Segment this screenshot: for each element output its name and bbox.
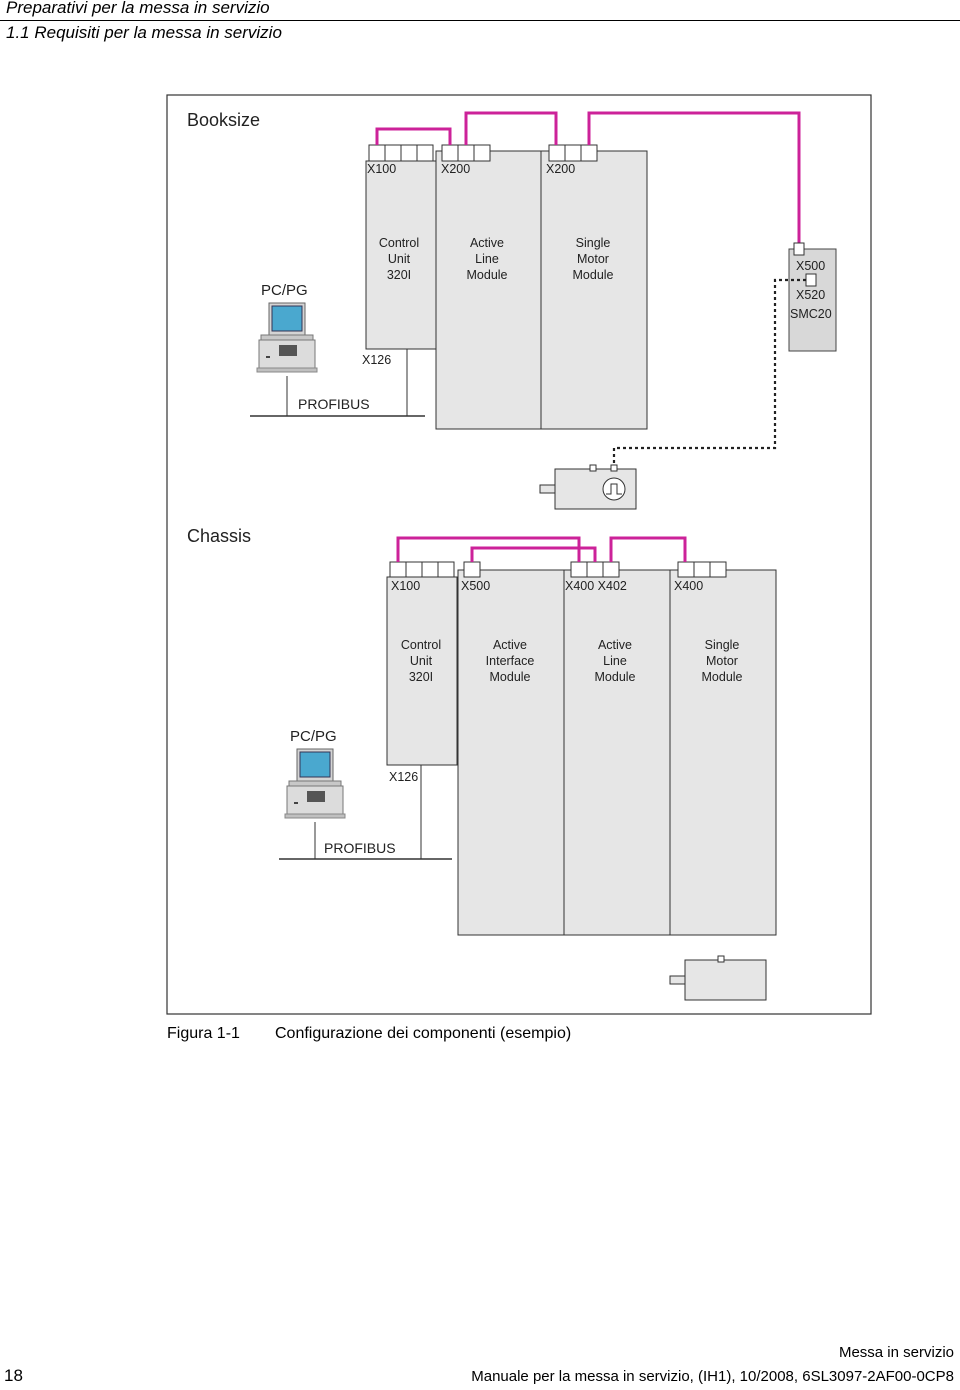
booksize-smc-x500-port — [793, 242, 805, 256]
chassis-alm-x400-x402-connector — [570, 561, 620, 578]
footer-chapter: Messa in servizio — [838, 1344, 954, 1361]
booksize-single-motor-module — [540, 150, 648, 430]
chassis-alm-line2: Line — [603, 654, 627, 668]
section-title: Preparativi per la messa in servizio — [6, 0, 270, 17]
booksize-alm-x200-connector — [441, 144, 491, 162]
encoder-icon — [602, 477, 626, 501]
booksize-cu-line1: Control — [379, 236, 419, 250]
chassis-smm-x400-label: X400 — [674, 579, 703, 593]
booksize-pcpg-label: PC/PG — [261, 282, 308, 299]
chassis-motor — [669, 955, 767, 1001]
booksize-smc-name: SMC20 — [790, 307, 832, 321]
chassis-alm-line1: Active — [598, 638, 632, 652]
booksize-x100-connector — [368, 144, 434, 162]
page-number: 18 — [4, 1366, 23, 1385]
footer-document: Manuale per la messa in servizio, (IH1),… — [471, 1368, 954, 1385]
booksize-active-line-module — [435, 150, 542, 430]
booksize-x126-label: X126 — [362, 353, 391, 367]
chassis-pcpg-icon — [284, 748, 346, 819]
chassis-pcpg-label: PC/PG — [290, 728, 337, 745]
chassis-smm-line2: Motor — [706, 654, 738, 668]
chassis-title: Chassis — [187, 526, 251, 546]
chassis-x126-label: X126 — [389, 770, 418, 784]
booksize-x100-label: X100 — [367, 162, 396, 176]
booksize-motor — [539, 464, 637, 510]
chassis-smm-x400-connector — [677, 561, 727, 578]
chassis-drive-cliq-cables — [396, 536, 687, 562]
booksize-smc20 — [788, 248, 837, 352]
chassis-smm-line3: Module — [702, 670, 743, 684]
chassis-x500-label: X500 — [461, 579, 490, 593]
chassis-cu-line2: Unit — [410, 654, 433, 668]
booksize-alm-line2: Line — [475, 252, 499, 266]
chassis-aim-line1: Active — [493, 638, 527, 652]
booksize-smm-line2: Motor — [577, 252, 609, 266]
chassis-active-interface-module — [457, 569, 565, 936]
booksize-drive-cliq-cables — [375, 111, 801, 243]
booksize-smm-line3: Module — [573, 268, 614, 282]
booksize-smc-x500: X500 — [796, 259, 825, 273]
booksize-smc-x520: X520 — [796, 288, 825, 302]
chassis-single-motor-module — [669, 569, 777, 936]
booksize-title: Booksize — [187, 110, 260, 130]
booksize-profibus-label: PROFIBUS — [298, 396, 370, 412]
chassis-x100-label: X100 — [391, 579, 420, 593]
chassis-alm-line3: Module — [595, 670, 636, 684]
figure-frame — [166, 94, 872, 1015]
chassis-aim-line3: Module — [490, 670, 531, 684]
chassis-cu-line3: 320I — [409, 670, 433, 684]
figure-number: Figura 1-1 — [167, 1025, 240, 1042]
chassis-active-line-module — [563, 569, 671, 936]
booksize-pcpg-icon — [256, 302, 318, 373]
header-rule — [0, 20, 960, 21]
booksize-alm-x200-label: X200 — [441, 162, 470, 176]
chassis-x400-x402-label: X400 X402 — [565, 579, 627, 593]
booksize-smm-x200-label: X200 — [546, 162, 575, 176]
chassis-x100-connector — [389, 561, 455, 578]
figure-caption: Configurazione dei componenti (esempio) — [275, 1025, 572, 1042]
chassis-profibus-label: PROFIBUS — [324, 840, 396, 856]
booksize-alm-line1: Active — [470, 236, 504, 250]
chassis-aim-x500-connector — [463, 561, 481, 578]
subsection-title: 1.1 Requisiti per la messa in servizio — [6, 23, 282, 42]
booksize-cu-line3: 320I — [387, 268, 411, 282]
booksize-cu-line2: Unit — [388, 252, 411, 266]
chassis-aim-line2: Interface — [486, 654, 535, 668]
booksize-alm-line3: Module — [467, 268, 508, 282]
booksize-smc-x520-port — [805, 273, 817, 287]
chassis-smm-line1: Single — [705, 638, 740, 652]
booksize-smm-x200-connector — [548, 144, 598, 162]
booksize-control-unit — [365, 160, 437, 350]
booksize-smm-line1: Single — [576, 236, 611, 250]
chassis-cu-line1: Control — [401, 638, 441, 652]
booksize-encoder-cable — [612, 278, 806, 468]
